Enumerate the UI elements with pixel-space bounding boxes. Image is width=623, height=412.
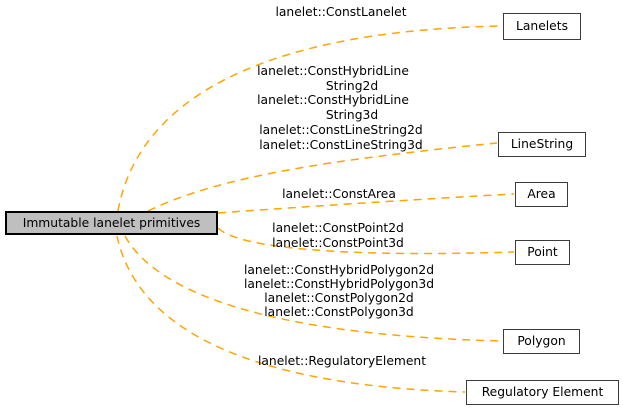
node-point[interactable]: Point — [515, 240, 570, 265]
edge-to-linestring — [147, 142, 498, 212]
node-regulatory-element[interactable]: Regulatory Element — [466, 380, 619, 405]
node-area[interactable]: Area — [515, 182, 568, 207]
node-label-polygon: Polygon — [517, 334, 566, 349]
edge-label: lanelet::ConstLineString3d — [259, 137, 423, 152]
edge-label: lanelet::ConstArea — [282, 186, 396, 201]
node-lanelets[interactable]: Lanelets — [503, 13, 581, 40]
edge-label: String2d — [325, 78, 379, 93]
edge-label: String3d — [325, 107, 379, 122]
node-linestring[interactable]: LineString — [498, 132, 586, 157]
edge-label: lanelet::ConstLineString2d — [259, 122, 423, 137]
edge-label: lanelet::RegulatoryElement — [257, 353, 427, 368]
edge-label: lanelet::ConstPoint2d — [272, 220, 404, 235]
edge-to-area — [217, 193, 515, 214]
edge-label: lanelet::ConstPoint3d — [272, 235, 404, 250]
edge-label: lanelet::ConstHybridPolygon2d — [243, 262, 435, 277]
node-polygon[interactable]: Polygon — [503, 329, 580, 354]
node-label-lanelets: Lanelets — [516, 19, 568, 34]
edge-to-polygon — [124, 235, 503, 342]
edge-label: lanelet::ConstPolygon3d — [264, 304, 414, 319]
edge-label: lanelet::ConstHybridLine — [257, 92, 409, 107]
main-node-immutable-lanelet-primitives: Immutable lanelet primitives — [5, 211, 218, 235]
node-label-point: Point — [527, 245, 558, 260]
edge-label: lanelet::ConstPolygon2d — [264, 290, 414, 305]
node-label-regulatory-element: Regulatory Element — [481, 385, 604, 400]
edge-label: lanelet::ConstHybridLine — [257, 63, 409, 78]
edge-to-regulatory-element — [116, 235, 466, 393]
edge-to-point — [217, 227, 515, 255]
edge-to-lanelets — [117, 25, 503, 212]
edge-label: lanelet::ConstLanelet — [275, 4, 407, 19]
node-label-area: Area — [527, 187, 556, 202]
node-label-linestring: LineString — [510, 137, 574, 152]
main-node-label: Immutable lanelet primitives — [22, 215, 201, 230]
edge-label: lanelet::ConstHybridPolygon3d — [243, 276, 435, 291]
